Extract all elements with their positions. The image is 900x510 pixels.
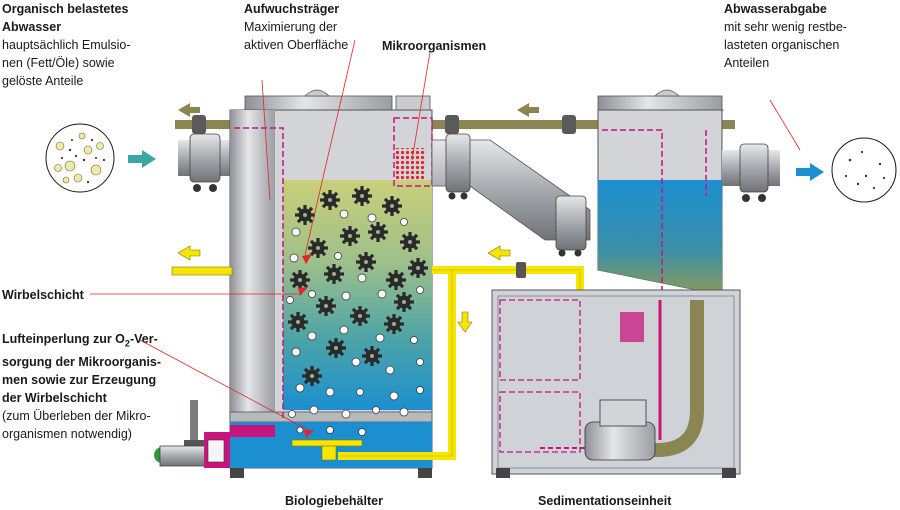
micro-title: Mikroorganismen	[382, 39, 487, 53]
settling-water	[598, 180, 722, 295]
aeration-line-1: (zum Überleben der Mikro-	[2, 408, 151, 423]
carrier-label: Aufwuchsträger Maximierung der aktiven O…	[244, 0, 348, 54]
pointer-arrow-icon	[304, 430, 314, 438]
pointer-arrow-icon	[298, 287, 308, 296]
pointer-arrow-icon	[302, 254, 312, 264]
outflow-line-2: lasteten organischen	[724, 38, 840, 52]
treatment-diagram	[45, 39, 897, 478]
carrier-line-2: aktiven Oberfläche	[244, 38, 349, 52]
outflow-title: Abwasserabgabe	[724, 2, 827, 16]
carrier-line-1: Maximierung der	[244, 20, 338, 34]
inflow-title-1: Organisch belastetes	[2, 2, 129, 16]
inflow-label: Organisch belastetes Abwasser hauptsächl…	[2, 0, 131, 90]
air-bubbles	[286, 209, 424, 436]
aeration-title-3: men sowie zur Erzeugung	[2, 372, 157, 387]
sed-caption: Sedimentationseinheit	[538, 494, 672, 508]
sed-tank	[597, 89, 723, 296]
arrow-left-icon	[487, 245, 511, 261]
aeration-label: Lufteinperlung zur O2-Ver- sorgung der M…	[2, 330, 161, 443]
outflow-label: Abwasserabgabe mit sehr wenig restbe- la…	[724, 0, 847, 72]
outflow-arrow-icon	[796, 163, 824, 181]
aeration-manifold	[291, 439, 363, 447]
inflow-particles-icon	[45, 123, 115, 193]
arrow-left-icon	[517, 103, 539, 117]
fluid-label: Wirbelschicht	[2, 286, 84, 304]
inflow-title-2: Abwasser	[2, 20, 62, 34]
arrow-left-icon	[178, 103, 200, 117]
inflow-arrow-icon	[128, 150, 156, 168]
inflow-line-2: nen (Fett/Öle) sowie	[2, 56, 115, 70]
return-pipe	[171, 266, 233, 276]
aeration-title-1: Lufteinperlung zur O2-Ver-	[2, 332, 158, 349]
outflow-line-1: mit sehr wenig restbe-	[724, 20, 847, 34]
fluid-title: Wirbelschicht	[2, 288, 84, 302]
air-blower	[154, 400, 230, 468]
bio-caption: Biologiebehälter	[285, 494, 383, 508]
aeration-title-4: der Wirbelschicht	[2, 390, 107, 405]
inflow-line-1: hauptsächlich Emulsio-	[2, 38, 131, 52]
outflow-particles-icon	[831, 137, 897, 203]
outflow-line-3: Anteilen	[724, 56, 770, 70]
aeration-line-2: organismen notwendig)	[2, 426, 132, 441]
arrow-left-icon	[177, 245, 201, 261]
arrow-down-icon	[457, 311, 473, 333]
circulation-pump	[540, 300, 704, 461]
aeration-title-2: sorgung der Mikroorganis-	[2, 354, 162, 369]
carrier-title: Aufwuchsträger	[244, 2, 340, 16]
micro-label: Mikroorganismen	[382, 37, 486, 55]
leader-lines	[90, 39, 801, 431]
microorganism-patch	[394, 148, 426, 180]
inflow-line-3: gelöste Anteile	[2, 74, 84, 88]
